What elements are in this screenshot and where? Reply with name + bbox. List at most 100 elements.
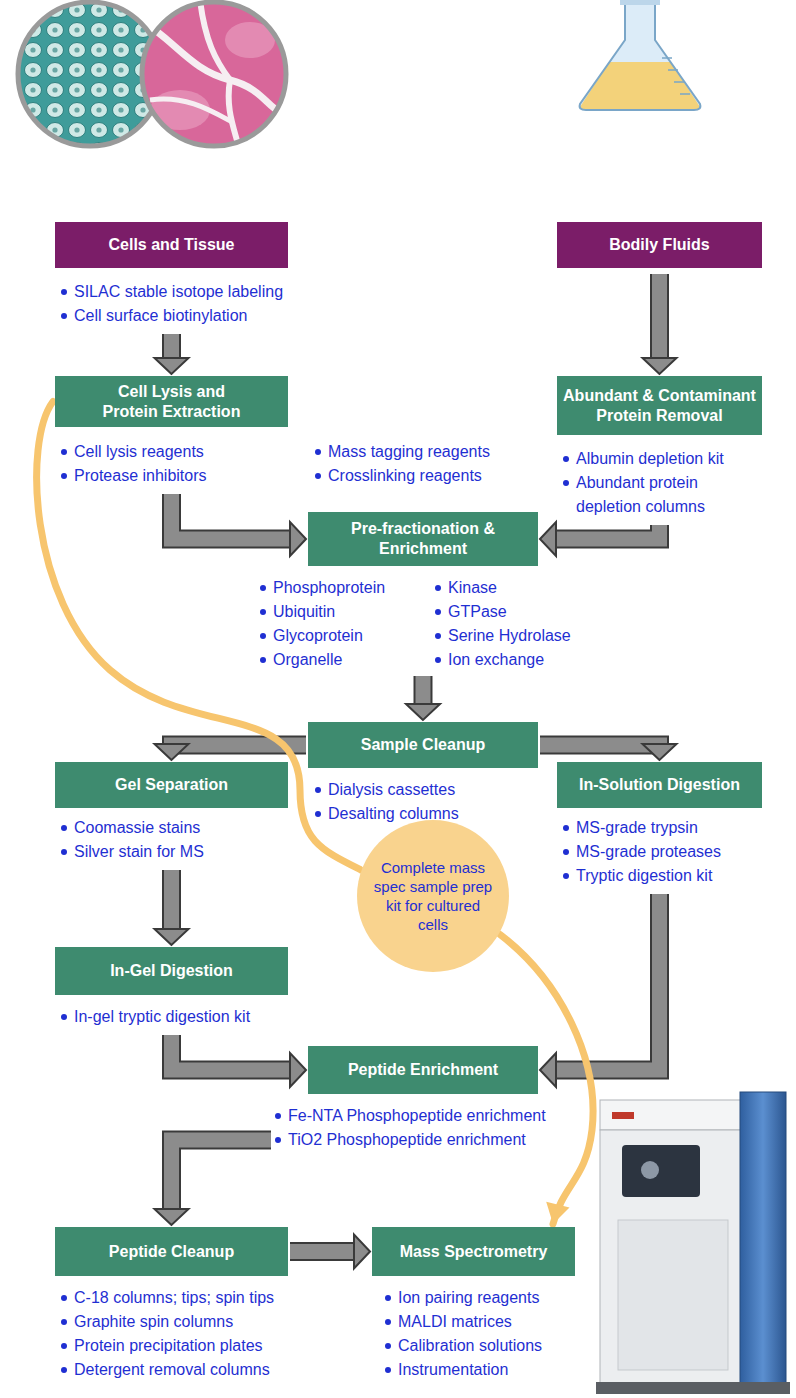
bullet-text: In-gel tryptic digestion kit — [74, 1005, 250, 1029]
bullet-item: Protein precipitation plates — [61, 1334, 295, 1358]
bullet-text: SILAC stable isotope labeling — [74, 280, 283, 304]
tissue-fibres — [140, 0, 292, 152]
bullet-list: MS-grade trypsinMS-grade proteasesTrypti… — [563, 816, 767, 888]
bullet-list: Dialysis cassettesDesalting columns — [315, 778, 548, 826]
bullet-item: Dialysis cassettes — [315, 778, 548, 802]
bullet-dot — [260, 633, 266, 639]
box-title: Abundant & Contaminant Protein Removal — [563, 386, 756, 426]
box-title: Gel Separation — [115, 775, 228, 795]
bullet-item: Crosslinking reagents — [315, 464, 482, 488]
bullet-list: C-18 columns; tips; spin tipsGraphite sp… — [61, 1286, 295, 1382]
instrument-base — [596, 1382, 790, 1394]
arrow-shaft — [554, 525, 660, 539]
flask-icon — [578, 0, 702, 110]
bullet-dot — [563, 849, 569, 855]
flask-outline — [580, 2, 701, 110]
process-box: Peptide EnrichmentFe-NTA Phosphopeptide … — [275, 1046, 565, 1152]
bullet-dot — [385, 1367, 391, 1373]
process-box: Bodily Fluids — [557, 222, 767, 268]
bullet-dot — [61, 849, 67, 855]
flow-arrow — [155, 1140, 272, 1225]
bullet-dot — [385, 1319, 391, 1325]
kit-text: Complete mass spec sample prep kit for c… — [371, 858, 495, 934]
box-header: In-Gel Digestion — [55, 947, 288, 995]
bullet-dot — [435, 633, 441, 639]
process-box: Cell Lysis and Protein ExtractionCell ly… — [55, 376, 295, 488]
box-header: Cells and Tissue — [55, 222, 288, 268]
bullet-item: Phosphoprotein — [260, 576, 435, 600]
bullet-item: Ion exchange — [435, 648, 590, 672]
box-header: In-Solution Digestion — [557, 762, 762, 808]
box-title: Sample Cleanup — [361, 735, 485, 755]
flow-arrow — [172, 494, 307, 556]
instrument-window — [622, 1145, 700, 1197]
bullet-text: GTPase — [448, 600, 507, 624]
bullet-text: Protein precipitation plates — [74, 1334, 263, 1358]
flow-arrow — [155, 870, 189, 945]
bullet-dot — [260, 585, 266, 591]
bullet-dot — [61, 1343, 67, 1349]
reagent-note: Mass tagging reagents — [315, 440, 490, 464]
bullet-item: Cell lysis reagents — [61, 440, 295, 464]
bullet-item: Instrumentation — [385, 1358, 592, 1382]
flow-arrow — [540, 894, 660, 1087]
bullet-item: Mass tagging reagents — [315, 440, 490, 464]
arrow-shaft — [290, 1244, 356, 1259]
process-box: Mass SpectrometryIon pairing reagentsMAL… — [372, 1227, 592, 1382]
box-title: Cell Lysis and Protein Extraction — [95, 382, 248, 422]
instrument-logo — [612, 1112, 634, 1119]
bullet-item: Cell surface biotinylation — [61, 304, 295, 328]
bullet-item: SILAC stable isotope labeling — [61, 280, 295, 304]
bullet-dot — [563, 825, 569, 831]
bullet-item: Coomassie stains — [61, 816, 295, 840]
bullet-text: MS-grade trypsin — [576, 816, 698, 840]
bullet-dot — [61, 1367, 67, 1373]
arrow-shaft — [540, 745, 660, 746]
bullet-text: C-18 columns; tips; spin tips — [74, 1286, 274, 1310]
bullet-text: Protease inhibitors — [74, 464, 207, 488]
flow-arrow — [406, 676, 440, 720]
bullet-list: Fe-NTA Phosphopeptide enrichmentTiO2 Pho… — [275, 1104, 565, 1152]
bullet-dot — [315, 449, 321, 455]
bullet-item: Silver stain for MS — [61, 840, 295, 864]
bullet-item: Organelle — [260, 648, 435, 672]
flask-liquid — [578, 62, 702, 110]
tissue-strand — [150, 99, 232, 122]
bullet-dot — [61, 449, 67, 455]
arrow-outline — [162, 334, 181, 360]
bullet-dot — [315, 811, 321, 817]
bullet-text: Fe-NTA Phosphopeptide enrichment — [288, 1104, 546, 1128]
kit-circle: Complete mass spec sample prep kit for c… — [356, 819, 510, 973]
process-box: Abundant & Contaminant Protein RemovalAl… — [557, 376, 767, 519]
bullet-item: Calibration solutions — [385, 1334, 592, 1358]
bullet-dot — [563, 480, 569, 486]
bullet-item: Kinase — [435, 576, 590, 600]
flow-arrow — [540, 744, 677, 760]
arrow-head — [290, 1053, 306, 1087]
bullet-dot — [61, 289, 67, 295]
box-title: Pre-fractionation & Enrichment — [318, 519, 528, 559]
bullet-dot — [61, 1295, 67, 1301]
arrow-head — [643, 744, 677, 760]
arrow-shaft — [164, 334, 179, 360]
arrow-shaft — [172, 1035, 293, 1070]
instrument-source — [641, 1161, 659, 1179]
bullet-dot — [563, 456, 569, 462]
arrow-outline — [290, 1242, 356, 1261]
circle-outline — [356, 819, 510, 973]
tissue-strand — [200, 0, 230, 80]
arrow-shaft — [172, 494, 293, 539]
bullet-item: C-18 columns; tips; spin tips — [61, 1286, 295, 1310]
bullet-dot — [315, 473, 321, 479]
box-title: Mass Spectrometry — [400, 1242, 548, 1262]
bullet-text: Mass tagging reagents — [328, 440, 490, 464]
bullet-text: MALDI matrices — [398, 1310, 512, 1334]
arrow-outline — [554, 894, 660, 1070]
bullet-list: Albumin depletion kitAbundant protein de… — [563, 447, 767, 519]
arrow-head — [155, 929, 189, 945]
arrow-head — [290, 522, 306, 556]
bullet-text: Albumin depletion kit — [576, 447, 724, 471]
bullet-item: TiO2 Phosphopeptide enrichment — [275, 1128, 565, 1152]
bullet-dot — [275, 1137, 281, 1143]
bullet-text: Instrumentation — [398, 1358, 508, 1382]
